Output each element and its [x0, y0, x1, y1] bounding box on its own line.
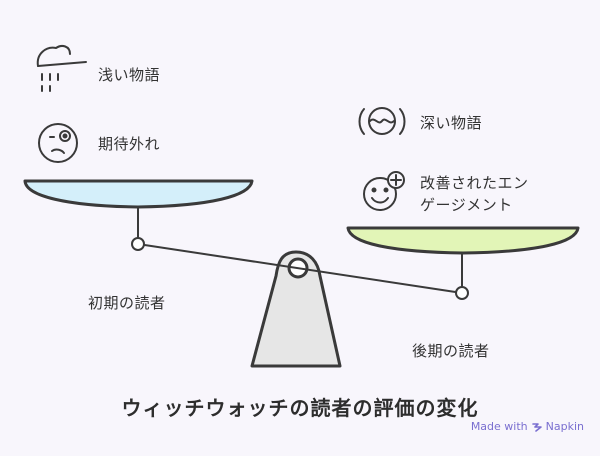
left-item-label: 浅い物語	[98, 66, 161, 84]
right-pan-caption: 後期の読者	[412, 342, 490, 360]
disappointed-face-icon	[38, 123, 78, 163]
beam-right-joint	[455, 286, 469, 300]
napkin-brand: Made with Napkin	[471, 420, 584, 433]
right-item-label: 改善されたエン ゲージメント	[420, 174, 529, 214]
napkin-logo-icon	[531, 422, 542, 432]
diagram-title: ウィッチウォッチの読者の評価の変化	[121, 396, 479, 420]
right-pan	[346, 226, 580, 255]
wave-orb-icon	[358, 107, 406, 135]
left-item-label: 期待外れ	[98, 135, 161, 153]
right-item-label: 深い物語	[420, 114, 483, 132]
rain-cloud-icon	[36, 45, 87, 92]
brand-prefix: Made with	[470, 420, 528, 433]
left-pan	[23, 179, 254, 209]
beam-left-joint	[131, 237, 145, 251]
scale-stand	[250, 250, 342, 368]
scale-beam	[137, 243, 463, 294]
brand-name: Napkin	[545, 420, 584, 433]
left-pan-caption: 初期の読者	[88, 294, 166, 312]
smiley-plus-icon	[363, 171, 405, 211]
